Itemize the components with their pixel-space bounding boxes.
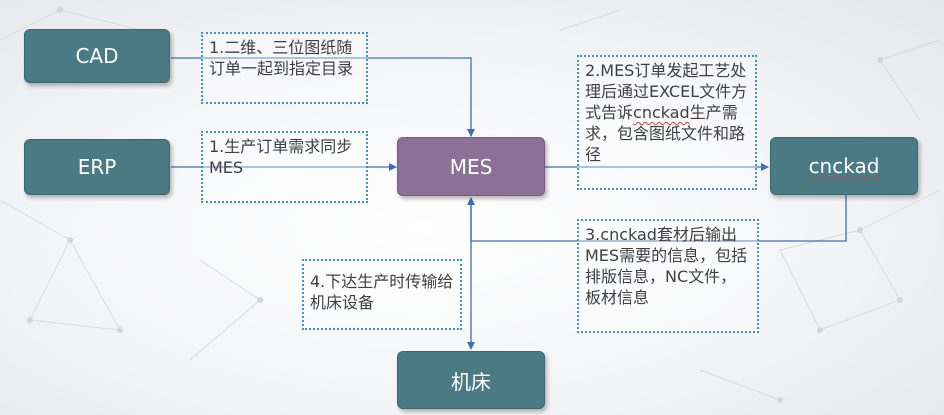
note-mes-to-cnckad-text-end: 生产需求，包含图纸文件和路径 (585, 103, 746, 164)
mes-node: MES (397, 137, 545, 196)
cnckad-node-label: cnckad (808, 154, 880, 178)
note-mes-to-cnckad: 2.MES订单发起工艺处理后通过EXCEL文件方式告诉cnckad生产需求，包含… (577, 55, 757, 190)
note-cnckad-output: 3.cnckad套材后输出MES需要的信息，包括排版信息，NC文件，板材信息 (577, 219, 759, 333)
cnckad-node: cnckad (770, 137, 918, 195)
cad-node: CAD (24, 29, 170, 83)
erp-node: ERP (24, 139, 170, 195)
note-transfer-to-machine: 4.下达生产时传输给机床设备 (302, 259, 462, 330)
note-cad-drawings: 1.二维、三位图纸随订单一起到指定目录 (201, 32, 368, 104)
note-mes-to-cnckad-text: 2.MES订单发起工艺处理后通过EXCEL文件方式告诉 (585, 61, 748, 122)
note-cnckad-word: cnckad (633, 103, 690, 122)
note-erp-sync: 1.生产订单需求同步MES (201, 131, 368, 203)
arrow-cad-to-mes (171, 57, 475, 137)
machine-node: 机床 (397, 351, 545, 409)
